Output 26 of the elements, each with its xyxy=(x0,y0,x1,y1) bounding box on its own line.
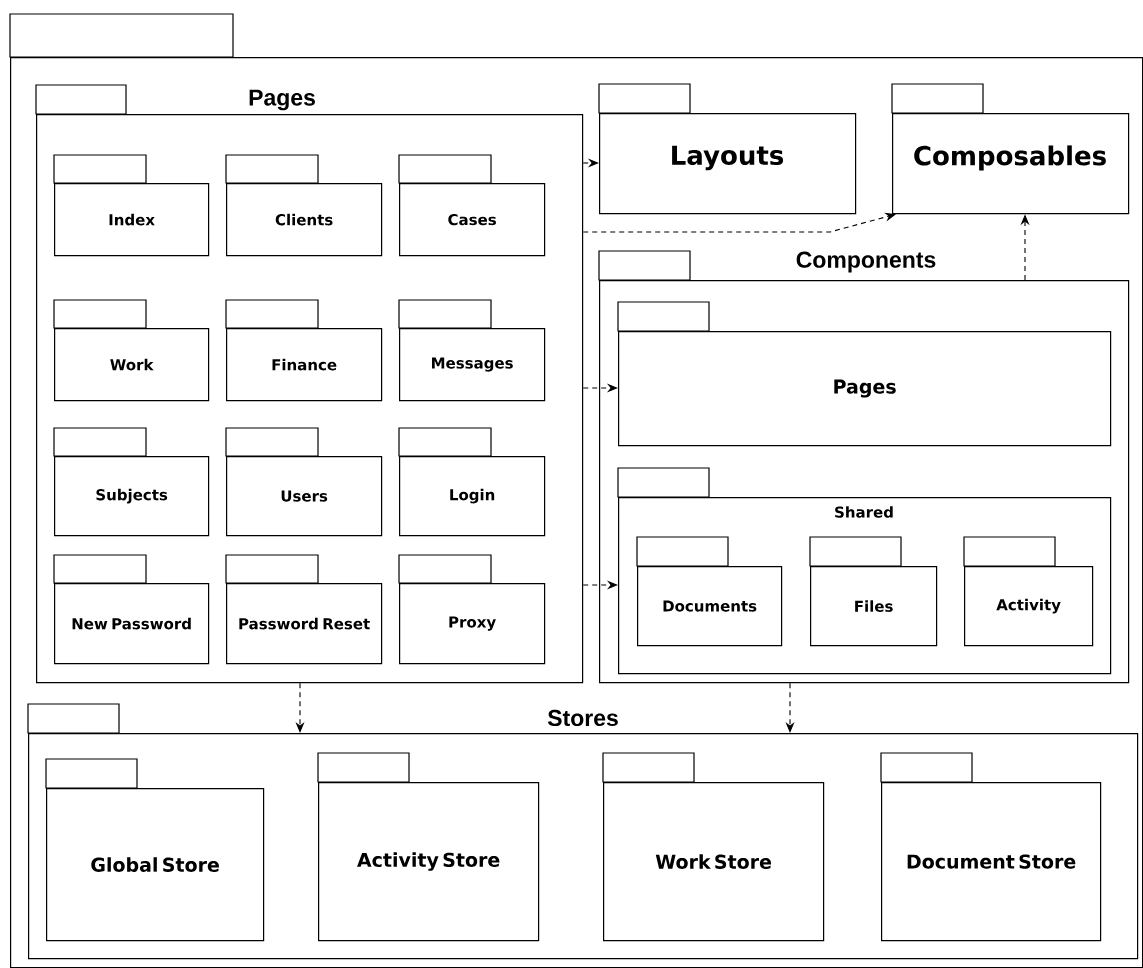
package: Login xyxy=(398,427,546,537)
package: New Password xyxy=(53,554,210,665)
node-label: Pages xyxy=(249,89,315,111)
package: Subjects xyxy=(53,427,210,537)
package: Global Store xyxy=(45,758,265,942)
node-label: Stores xyxy=(547,709,618,727)
package: Finance xyxy=(225,299,383,402)
package: Work Store xyxy=(602,752,825,942)
package: Documents xyxy=(636,536,783,647)
package: Pages xyxy=(617,301,1112,447)
arrow xyxy=(582,212,896,233)
package: Activity xyxy=(963,536,1094,647)
package: Index xyxy=(53,154,210,257)
package: Password Reset xyxy=(225,554,383,665)
package: Document Store xyxy=(880,752,1102,942)
package: Clients xyxy=(225,154,383,257)
package: Proxy xyxy=(398,554,546,665)
package: Cases xyxy=(398,154,546,257)
package: Work xyxy=(53,299,210,402)
package: Layouts xyxy=(598,83,857,215)
package: Messages xyxy=(398,299,546,402)
package: Files xyxy=(809,536,938,647)
package: Activity Store xyxy=(317,752,540,942)
package: Composables xyxy=(891,83,1130,215)
node-label: Components xyxy=(796,251,936,273)
package: Users xyxy=(225,427,383,537)
